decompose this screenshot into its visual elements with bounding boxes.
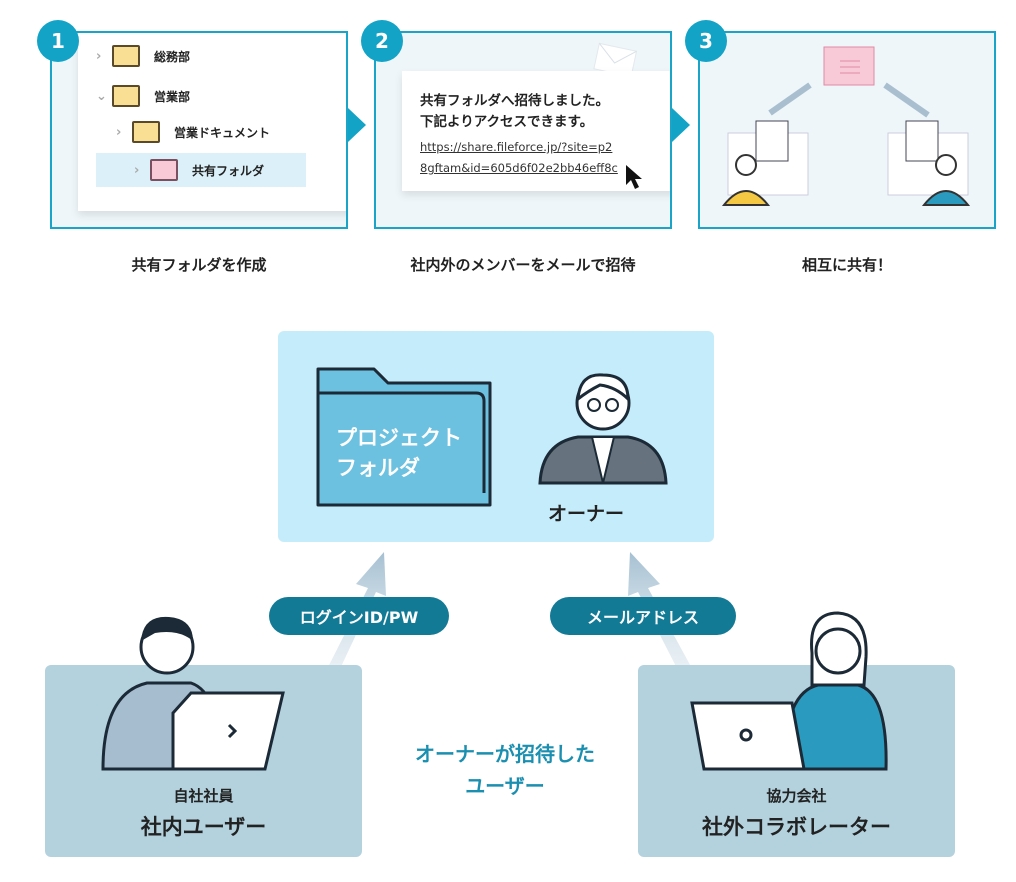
label-line: ユーザー bbox=[465, 774, 545, 798]
folder-label: フォルダ bbox=[336, 456, 420, 480]
message-line: 共有フォルダへ招待しました。 bbox=[420, 93, 609, 109]
step-badge-2: 2 bbox=[361, 20, 403, 62]
folder-label: プロジェクト bbox=[336, 426, 462, 450]
arrow-right-icon bbox=[348, 108, 366, 142]
tree-item-eigyo[interactable]: ⌄ 営業部 bbox=[96, 85, 190, 107]
step-badge-3: 3 bbox=[685, 20, 727, 62]
login-id-pw-pill: ログインID/PW bbox=[269, 597, 449, 635]
tree-item-shared[interactable]: › 共有フォルダ bbox=[96, 153, 306, 187]
external-collaborator-title: 社外コラボレーター bbox=[702, 815, 891, 839]
tree-label: 営業ドキュメント bbox=[174, 125, 271, 140]
mutual-share-illustration bbox=[721, 46, 971, 206]
folder-icon bbox=[112, 85, 140, 107]
folder-icon bbox=[132, 121, 160, 143]
invite-message: 共有フォルダへ招待しました。 下記よりアクセスできます。 https://sha… bbox=[402, 71, 670, 191]
tree-item-eigyo-docs[interactable]: › 営業ドキュメント bbox=[116, 121, 270, 143]
chevron-right-icon: › bbox=[116, 124, 122, 140]
share-link[interactable]: https://share.fileforce.jp/?site=p2 8gfta… bbox=[420, 137, 664, 179]
step3-caption: 相互に共有！ bbox=[801, 256, 892, 274]
step3-panel bbox=[698, 31, 996, 229]
chevron-right-icon: › bbox=[134, 162, 140, 178]
label-line: オーナーが招待した bbox=[415, 742, 595, 766]
step-badge-1: 1 bbox=[37, 20, 79, 62]
step2-caption: 社内外のメンバーをメールで招待 bbox=[410, 256, 636, 274]
link-line: https://share.fileforce.jp/?site=p2 bbox=[420, 140, 613, 154]
message-line: 下記よりアクセスできます。 bbox=[420, 114, 594, 130]
owner-label: オーナー bbox=[548, 503, 625, 525]
tree-item-somu[interactable]: › 総務部 bbox=[96, 45, 190, 67]
shared-folder-icon bbox=[150, 159, 178, 181]
chevron-down-icon: ⌄ bbox=[96, 88, 107, 104]
external-collaborator-box: 協力会社 社外コラボレーター bbox=[638, 611, 955, 857]
arrow-right-icon bbox=[672, 108, 690, 142]
owner-box: プロジェクト フォルダ オーナー bbox=[278, 331, 714, 542]
owner-person-icon bbox=[538, 373, 668, 485]
invited-users-label: オーナーが招待した ユーザー bbox=[370, 738, 640, 802]
step1-caption: 共有フォルダを作成 bbox=[131, 256, 267, 274]
tree-label: 総務部 bbox=[154, 49, 191, 64]
link-line: 8gftam&id=605d6f02e2bb46eff8c bbox=[420, 161, 618, 175]
internal-user-illustration bbox=[101, 616, 285, 771]
internal-user-title: 社内ユーザー bbox=[140, 815, 267, 839]
internal-user-box: 自社社員 社内ユーザー bbox=[45, 616, 362, 857]
cursor-icon bbox=[626, 165, 642, 189]
envelope-icon bbox=[593, 42, 638, 78]
tree-label: 共有フォルダ bbox=[192, 163, 265, 178]
folder-icon bbox=[112, 45, 140, 67]
external-collaborator-subtitle: 協力会社 bbox=[766, 787, 827, 805]
step2-panel: 共有フォルダへ招待しました。 下記よりアクセスできます。 https://sha… bbox=[374, 31, 672, 229]
internal-user-subtitle: 自社社員 bbox=[173, 787, 234, 805]
email-address-pill: メールアドレス bbox=[550, 597, 736, 635]
step1-panel: › 総務部 ⌄ 営業部 › 営業ドキュメント › 共有フォルダ bbox=[50, 31, 348, 229]
chevron-right-icon: › bbox=[96, 48, 102, 64]
project-folder-icon bbox=[316, 367, 492, 507]
tree-label: 営業部 bbox=[154, 89, 191, 104]
external-collaborator-illustration bbox=[690, 611, 888, 771]
folder-tree: › 総務部 ⌄ 営業部 › 営業ドキュメント › 共有フォルダ bbox=[78, 33, 346, 211]
